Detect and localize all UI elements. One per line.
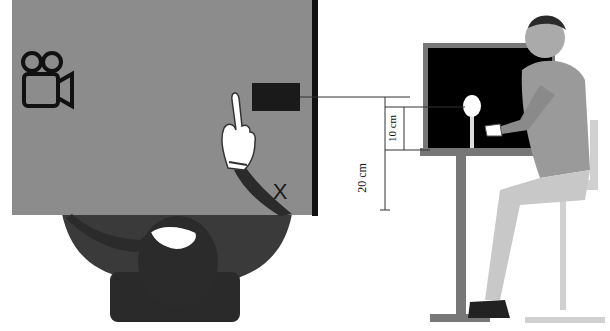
hand-side	[485, 124, 502, 136]
legs-side	[485, 170, 590, 300]
dimension-line	[300, 97, 410, 98]
dimension-line	[385, 150, 430, 151]
target-rectangle	[252, 83, 300, 111]
dimension-line	[385, 107, 465, 108]
chair-back	[590, 120, 598, 190]
mark-label: X	[273, 181, 288, 203]
dimension-tick	[380, 210, 390, 211]
head-top	[138, 216, 218, 308]
wrist	[229, 162, 247, 165]
stimulus-stick	[470, 112, 474, 149]
hair	[528, 16, 566, 31]
dimension-label: 20 cm	[356, 163, 368, 193]
dimension-label: 10 cm	[386, 112, 399, 143]
table-top	[12, 0, 314, 215]
table-leg	[456, 156, 466, 316]
screen-edge	[312, 0, 318, 216]
camera-icon	[23, 53, 72, 106]
shoe	[468, 300, 510, 318]
left-hand	[150, 226, 197, 250]
chair-post	[560, 190, 566, 310]
right-arm	[234, 168, 292, 216]
pointing-hand	[222, 93, 255, 170]
chair-base	[525, 317, 605, 323]
stimulus-ball	[463, 95, 481, 117]
arm-side	[495, 85, 555, 135]
dimension-line	[404, 107, 405, 150]
